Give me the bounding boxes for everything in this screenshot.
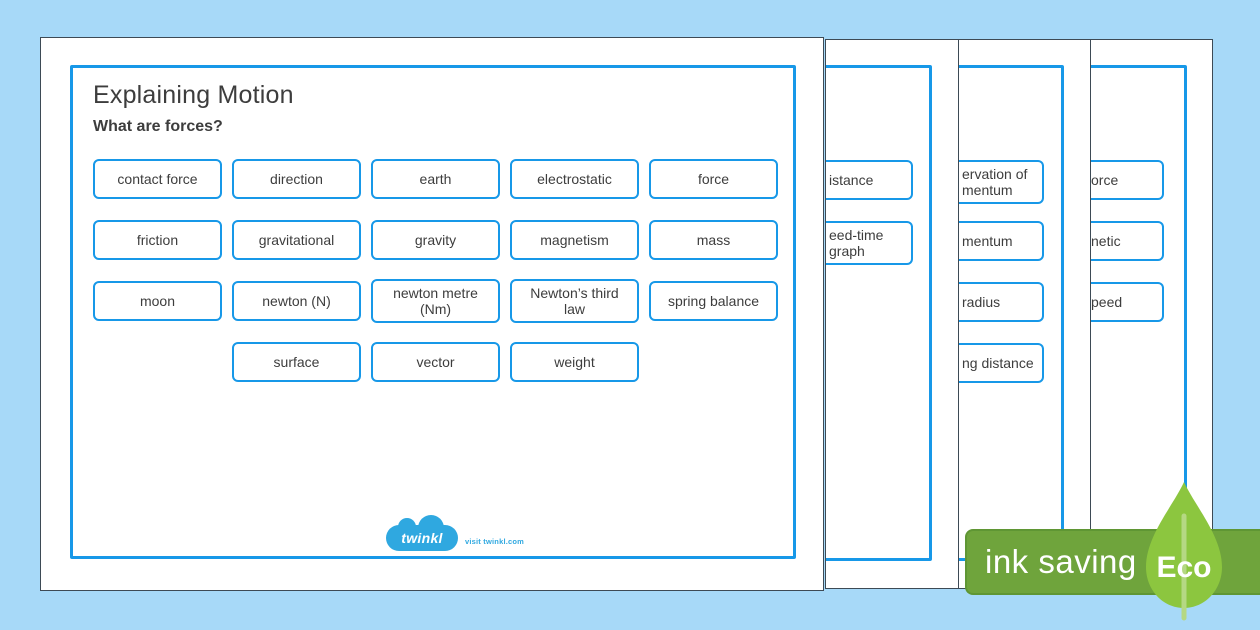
word-card: gravity: [371, 220, 500, 260]
word-card: gravitational: [232, 220, 361, 260]
worksheet-page-2: istance eed-time graph: [825, 39, 959, 589]
word-card: direction: [232, 159, 361, 199]
word-card: mass: [649, 220, 778, 260]
word-card: contact force: [93, 159, 222, 199]
word-card: newton metre (Nm): [371, 279, 500, 323]
word-card: newton (N): [232, 281, 361, 321]
word-card: moon: [93, 281, 222, 321]
word-card: surface: [232, 342, 361, 382]
ink-saving-label: ink saving: [985, 543, 1137, 580]
word-card: electrostatic: [510, 159, 639, 199]
word-card: spring balance: [649, 281, 778, 321]
page-border: [826, 65, 932, 561]
twinkl-logo: twinkl: [386, 515, 458, 551]
word-card: magnetism: [510, 220, 639, 260]
word-card: istance: [826, 160, 913, 200]
eco-leaf-label: Eco: [1156, 551, 1211, 584]
page-title: Explaining Motion: [93, 81, 294, 109]
word-card: ng distance: [959, 343, 1044, 383]
word-card: orce: [1088, 160, 1164, 200]
twinkl-tagline: visit twinkl.com: [465, 537, 525, 546]
word-card: peed: [1088, 282, 1164, 322]
word-card: force: [649, 159, 778, 199]
word-card: radius: [959, 282, 1044, 322]
word-card: netic: [1088, 221, 1164, 261]
word-card: eed-time graph: [826, 221, 913, 265]
worksheet-page-3: ervation of mentum mentum radius ng dist…: [958, 39, 1091, 589]
twinkl-logo-text: twinkl: [401, 530, 443, 546]
word-card: mentum: [959, 221, 1044, 261]
word-card: friction: [93, 220, 222, 260]
eco-leaf-icon: Eco: [1146, 482, 1222, 621]
word-card: ervation of mentum: [959, 160, 1044, 204]
word-card: vector: [371, 342, 500, 382]
word-card: earth: [371, 159, 500, 199]
page-border: [70, 65, 796, 559]
word-card: Newton’s third law: [510, 279, 639, 323]
page-subtitle: What are forces?: [93, 118, 223, 135]
worksheet-page-1: Explaining Motion What are forces? conta…: [40, 37, 824, 591]
word-card: weight: [510, 342, 639, 382]
